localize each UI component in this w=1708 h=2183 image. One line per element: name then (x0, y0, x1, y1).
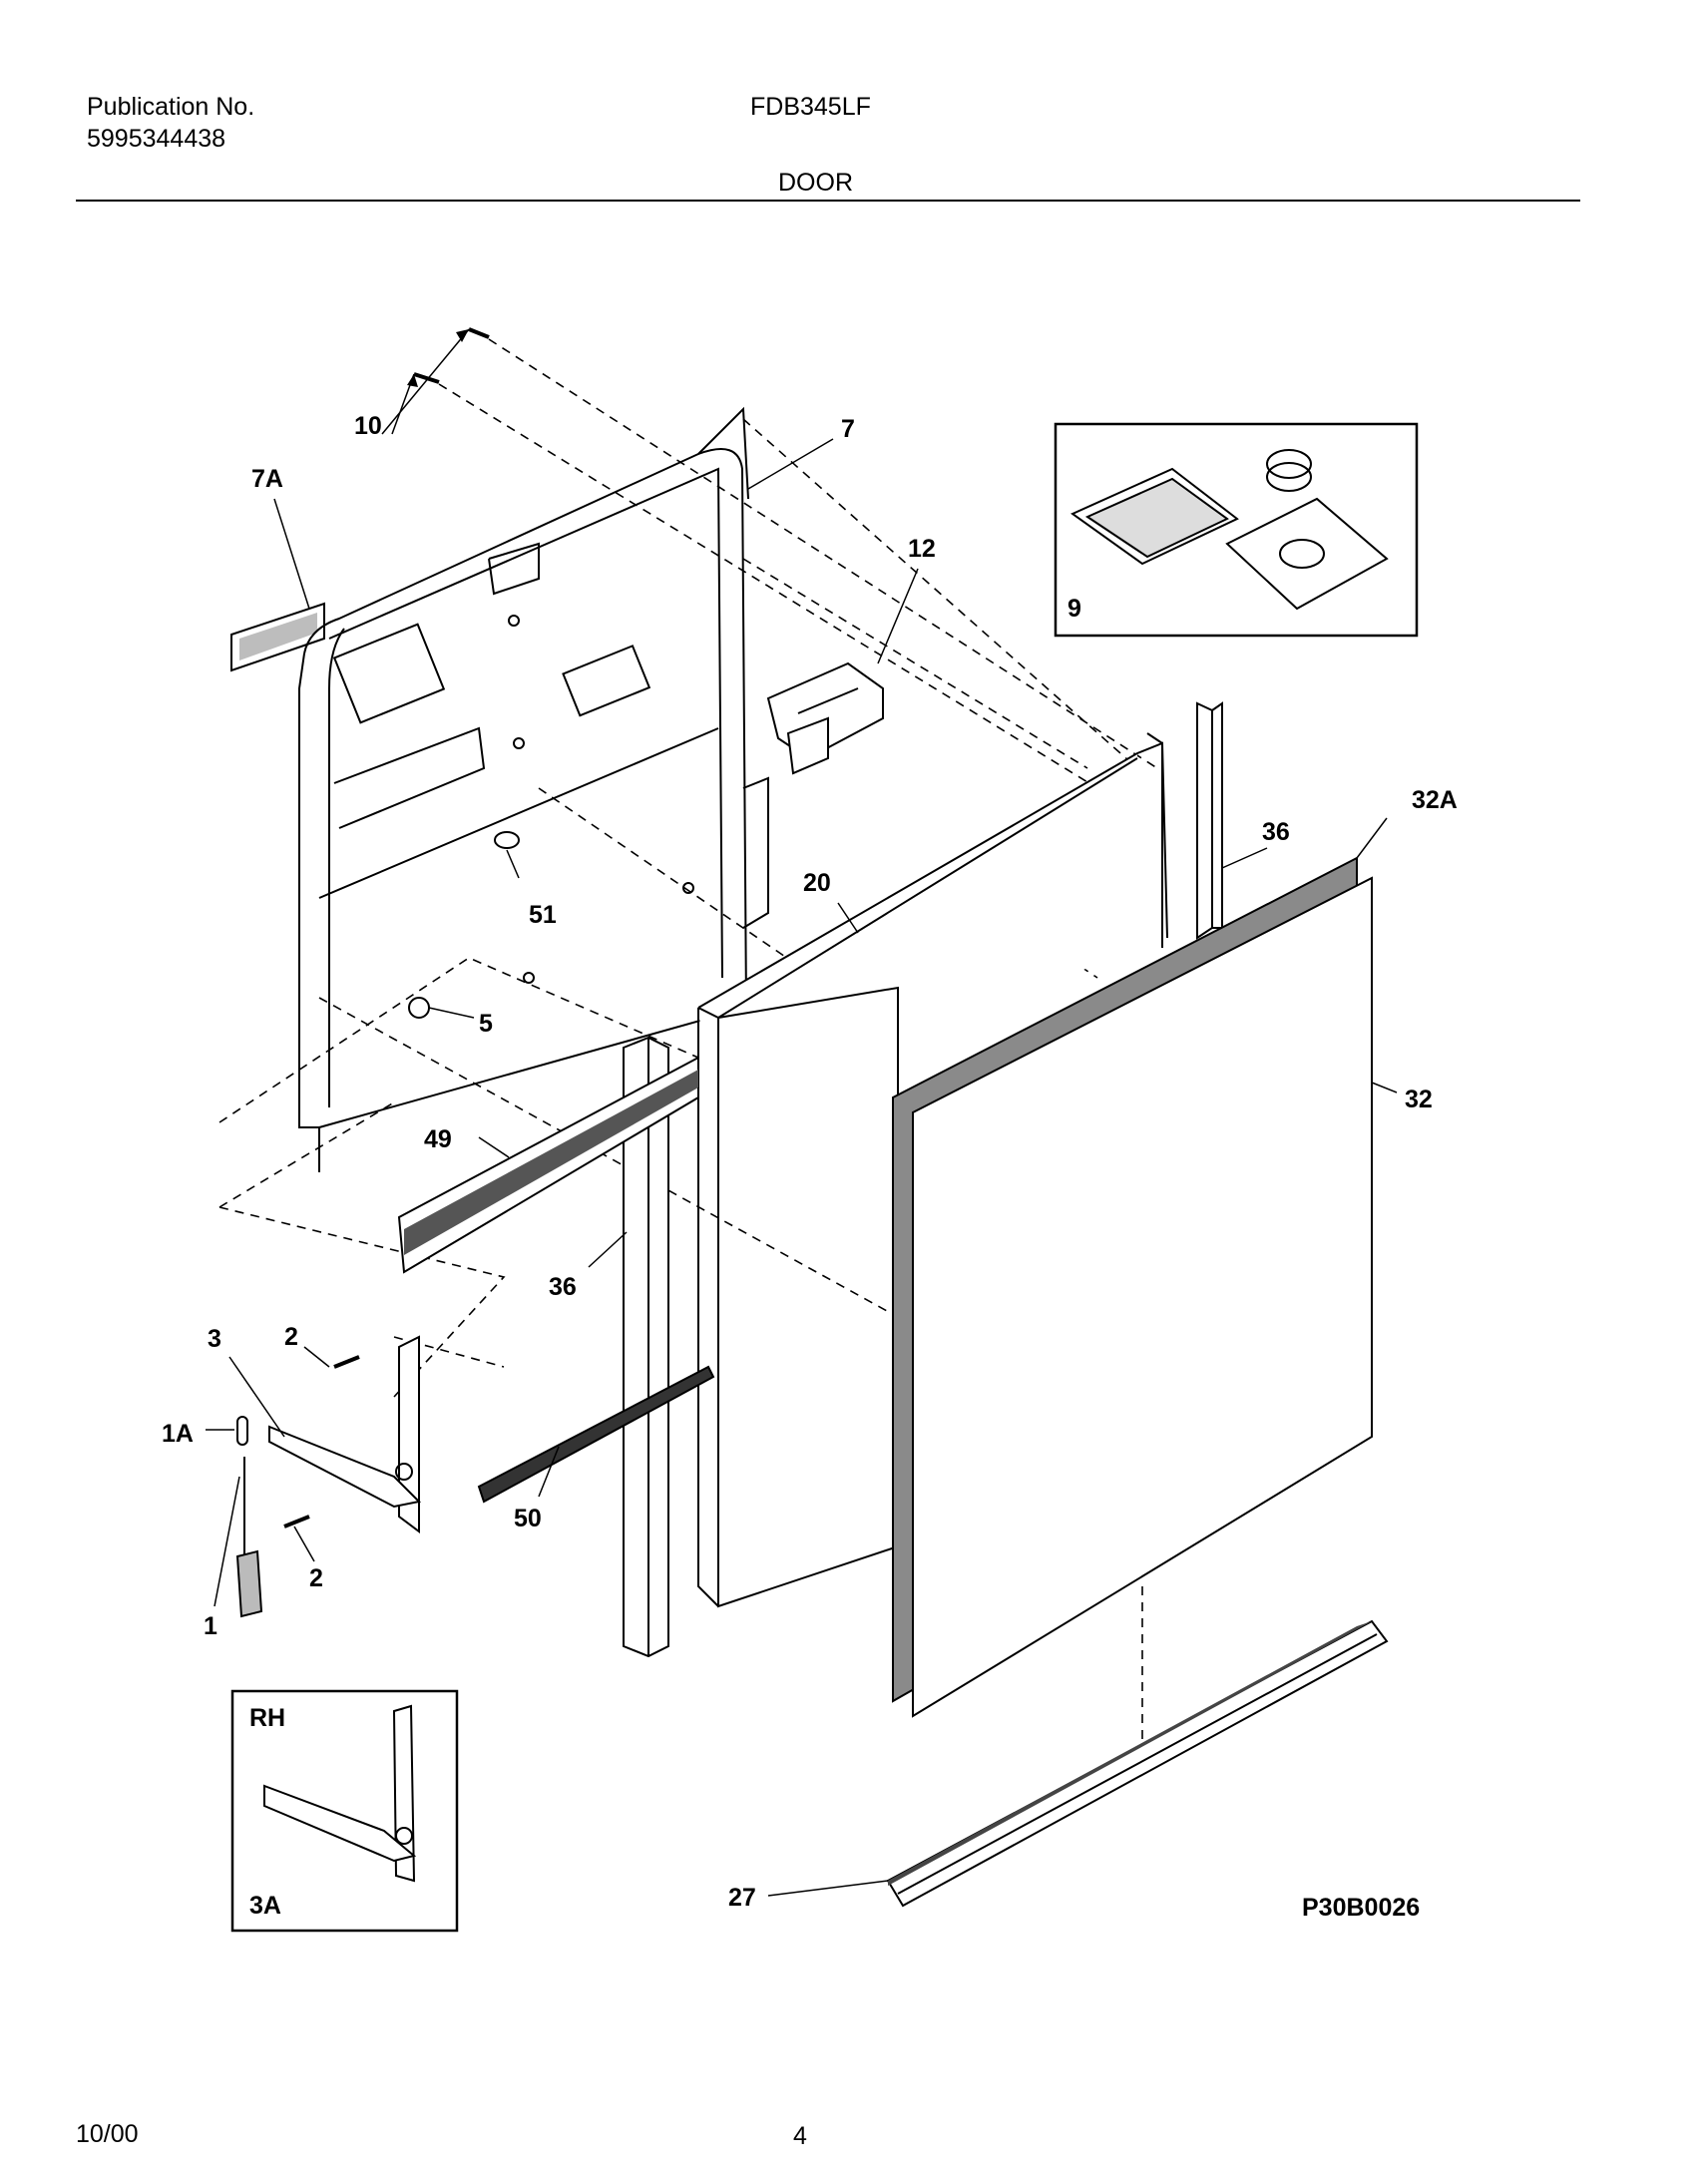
gasket-49 (397, 1056, 699, 1274)
model-number: FDB345LF (750, 93, 871, 121)
nut-5 (408, 997, 430, 1019)
callout-1: 1 (204, 1612, 217, 1640)
door-panel-32 (912, 876, 1373, 1718)
screws-10 (413, 327, 490, 384)
callout-7a: 7A (251, 465, 283, 493)
callout-27: 27 (728, 1884, 756, 1912)
footer-date: 10/00 (76, 2120, 139, 2148)
arrowheads (407, 329, 469, 387)
dispenser-inset-9 (1054, 422, 1419, 638)
inner-door-panel-7 (298, 406, 769, 1172)
header-rule (76, 200, 1580, 202)
callout-10: 10 (354, 412, 382, 440)
callout-5: 5 (479, 1010, 493, 1038)
rh-hinge-inset (230, 1689, 459, 1933)
callout-32: 32 (1405, 1086, 1433, 1113)
callout-7: 7 (841, 415, 855, 443)
bottom-trim-27 (886, 1619, 1389, 1908)
callout-1a: 1A (162, 1420, 194, 1448)
section-title: DOOR (778, 169, 853, 197)
leader-lines (206, 328, 1398, 1897)
callout-2-upper: 2 (284, 1323, 298, 1351)
callout-3: 3 (208, 1325, 221, 1353)
publication-label: Publication No. (87, 93, 255, 121)
side-trim-36-left (623, 1036, 669, 1658)
callout-49: 49 (424, 1125, 452, 1153)
callout-36-lower: 36 (549, 1273, 577, 1301)
diagram-code: P30B0026 (1302, 1894, 1420, 1922)
callout-20: 20 (803, 869, 831, 897)
side-trim-36-right (1196, 701, 1223, 940)
inset-rh-title: RH (249, 1704, 285, 1732)
vent-grille-7a (230, 602, 325, 672)
footer-page-number: 4 (793, 2122, 807, 2150)
callout-50: 50 (514, 1505, 542, 1532)
inset-3a-label: 3A (249, 1892, 281, 1920)
callout-36-upper: 36 (1262, 818, 1290, 846)
callout-51: 51 (529, 901, 557, 929)
callout-2-lower: 2 (309, 1564, 323, 1592)
door-latch-12 (766, 661, 884, 775)
callout-12: 12 (908, 535, 936, 563)
publication-number: 5995344438 (87, 125, 226, 153)
callout-32a: 32A (1412, 786, 1458, 814)
clip-51 (494, 831, 520, 849)
hinge-assembly (235, 1335, 422, 1618)
bottom-seal-50 (477, 1365, 715, 1504)
callout-9: 9 (1068, 595, 1081, 623)
